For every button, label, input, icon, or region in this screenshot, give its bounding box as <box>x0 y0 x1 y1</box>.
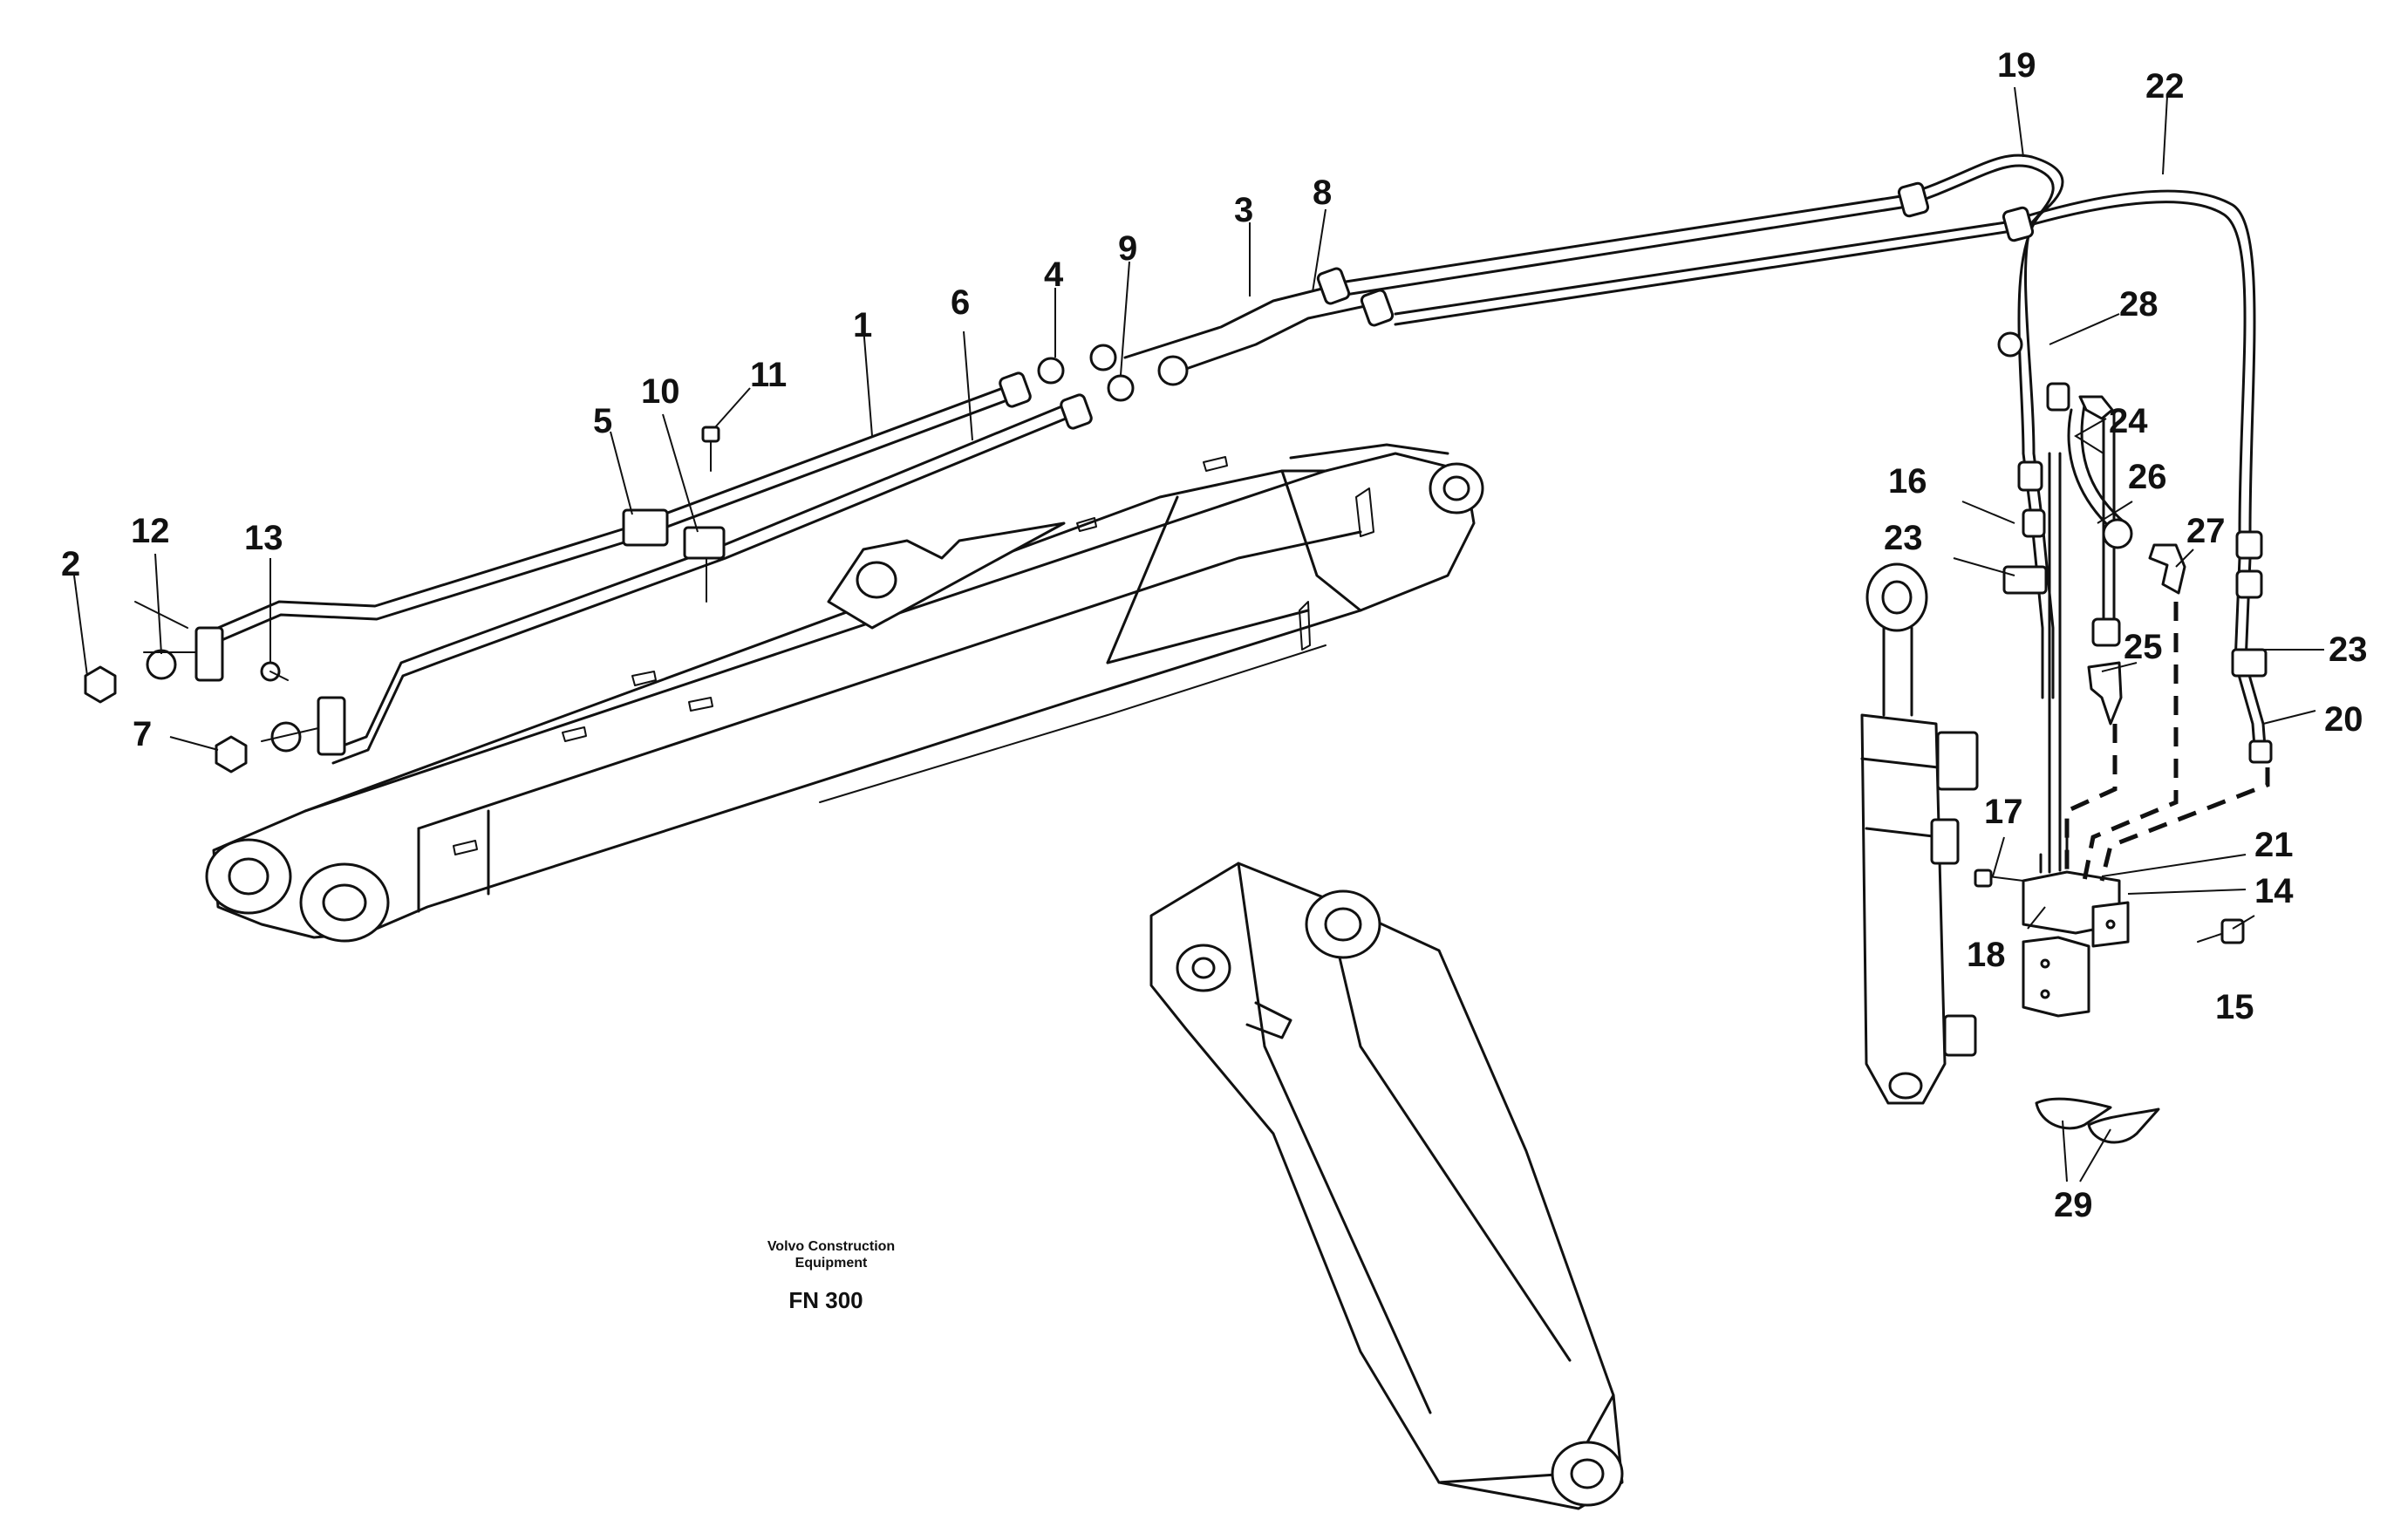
hydraulic-cylinder <box>1860 562 1979 1105</box>
callout-18: 18 <box>1967 936 2006 974</box>
callout-14: 14 <box>2254 872 2294 910</box>
callout-22: 22 <box>2145 67 2185 106</box>
callout-4: 4 <box>1044 256 1064 294</box>
callout-17: 17 <box>1984 793 2023 831</box>
caption-company-line1: Volvo Construction <box>767 1239 895 1254</box>
callout-1: 1 <box>853 306 872 344</box>
callout-21: 21 <box>2254 826 2294 864</box>
caption-company-line2: Equipment <box>795 1256 868 1271</box>
diagram-caption: Volvo Construction Equipment FN 300 <box>767 1239 895 1313</box>
callout-10: 10 <box>641 372 680 411</box>
callout-16: 16 <box>1888 462 1927 501</box>
callout-29: 29 <box>2054 1186 2093 1224</box>
boom-arm <box>205 443 1484 943</box>
callout-28: 28 <box>2119 285 2159 324</box>
callout-23-left: 23 <box>1884 519 1923 557</box>
callout-9: 9 <box>1118 229 1137 268</box>
callout-20: 20 <box>2324 700 2363 739</box>
callout-26: 26 <box>2128 458 2167 496</box>
callout-5: 5 <box>593 402 612 440</box>
right-fittings <box>1897 181 2273 1144</box>
valve-block <box>1974 452 2245 1018</box>
callout-8: 8 <box>1313 174 1332 212</box>
callout-25: 25 <box>2124 628 2163 666</box>
callout-12: 12 <box>131 512 170 550</box>
pipe-fittings <box>84 267 1395 773</box>
dashed-routes <box>2064 602 2270 882</box>
callout-3: 3 <box>1234 191 1253 229</box>
callout-24: 24 <box>2109 402 2148 440</box>
pipe-lines <box>199 194 2008 765</box>
callout-7: 7 <box>133 715 152 753</box>
dipper-arm <box>1149 862 1624 1510</box>
right-hoses <box>1899 153 2268 760</box>
callout-19: 19 <box>1997 46 2036 85</box>
callout-6: 6 <box>951 283 970 322</box>
callout-11: 11 <box>750 356 787 394</box>
callout-2: 2 <box>61 545 80 583</box>
leader-lines <box>73 86 2324 1182</box>
callout-23-right: 23 <box>2329 630 2368 669</box>
callout-13: 13 <box>244 519 283 557</box>
callout-27: 27 <box>2186 512 2226 550</box>
callout-labels: 1 2 3 4 5 6 7 8 9 10 11 12 13 14 15 16 1… <box>61 46 2368 1224</box>
callout-15: 15 <box>2215 988 2254 1026</box>
caption-code: FN 300 <box>788 1287 863 1313</box>
